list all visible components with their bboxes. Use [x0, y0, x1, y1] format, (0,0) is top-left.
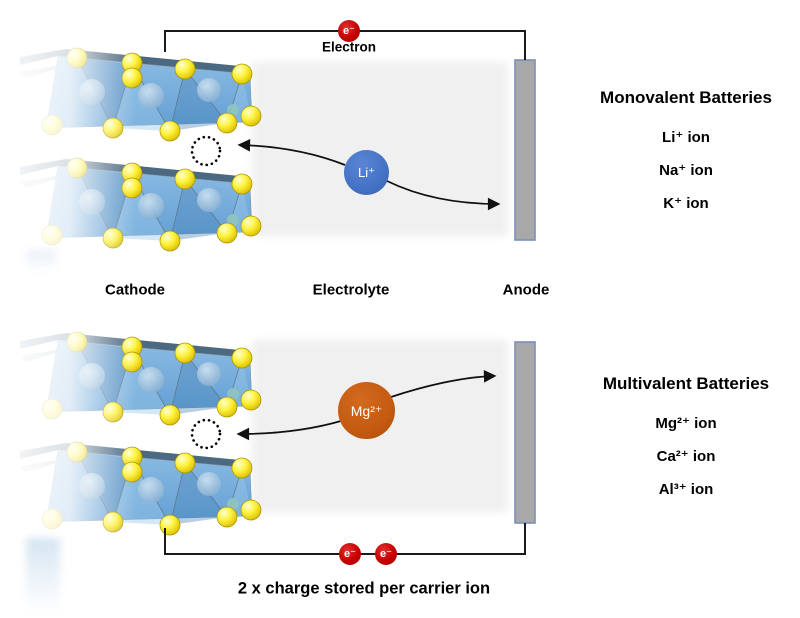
electron-top: e⁻ — [338, 20, 360, 42]
magnesium-ion-circle: Mg²⁺ — [338, 382, 395, 439]
cathode-layer-top-1 — [3, 35, 262, 153]
arrow-li-to-cathode — [237, 138, 346, 166]
multivalent-ion-al: Al³⁺ ion — [658, 481, 714, 498]
arrow-mg-to-cathode — [236, 420, 342, 441]
monovalent-ion-k: K⁺ ion — [663, 195, 709, 212]
cathode-layer-bottom-2 — [3, 429, 262, 547]
multivalent-ion-ca: Ca²⁺ ion — [656, 448, 716, 465]
cathode-layer-top-2 — [3, 145, 262, 263]
vacancy-site-bottom — [190, 418, 222, 450]
lithium-ion-circle: Li⁺ — [344, 150, 389, 195]
electron-bottom-2: e⁻ — [375, 543, 397, 565]
electron-label: Electron — [321, 39, 377, 55]
monovalent-ion-na: Na⁺ ion — [659, 162, 713, 179]
arrow-mg-to-anode — [390, 370, 497, 398]
electrolyte-region-top — [252, 62, 508, 236]
cathode-layer-bottom-1 — [3, 319, 262, 437]
lithium-ion-label: Li⁺ — [358, 165, 375, 180]
electron-bottom-1: e⁻ — [339, 543, 361, 565]
arrow-li-to-anode — [386, 180, 501, 211]
cathode-fade-smear-top — [26, 250, 56, 272]
cathode-label: Cathode — [105, 281, 165, 299]
multivalent-ion-mg: Mg²⁺ ion — [655, 415, 717, 432]
bottom-caption: 2 x charge stored per carrier ion — [237, 579, 491, 598]
anode-label: Anode — [502, 281, 550, 299]
electron-bottom-1-symbol: e⁻ — [344, 547, 356, 560]
multivalent-title: Multivalent Batteries — [602, 374, 770, 393]
electron-bottom-2-symbol: e⁻ — [380, 547, 392, 560]
vacancy-site-top — [190, 135, 222, 167]
monovalent-ion-li: Li⁺ ion — [662, 129, 710, 146]
electrolyte-label: Electrolyte — [312, 281, 390, 299]
anode-bar-bottom — [514, 341, 536, 524]
monovalent-title: Monovalent Batteries — [600, 88, 772, 107]
cathode-fade-smear-bottom — [26, 538, 60, 612]
anode-bar-top — [514, 59, 536, 241]
magnesium-ion-label: Mg²⁺ — [350, 402, 383, 419]
electron-top-symbol: e⁻ — [343, 24, 355, 37]
